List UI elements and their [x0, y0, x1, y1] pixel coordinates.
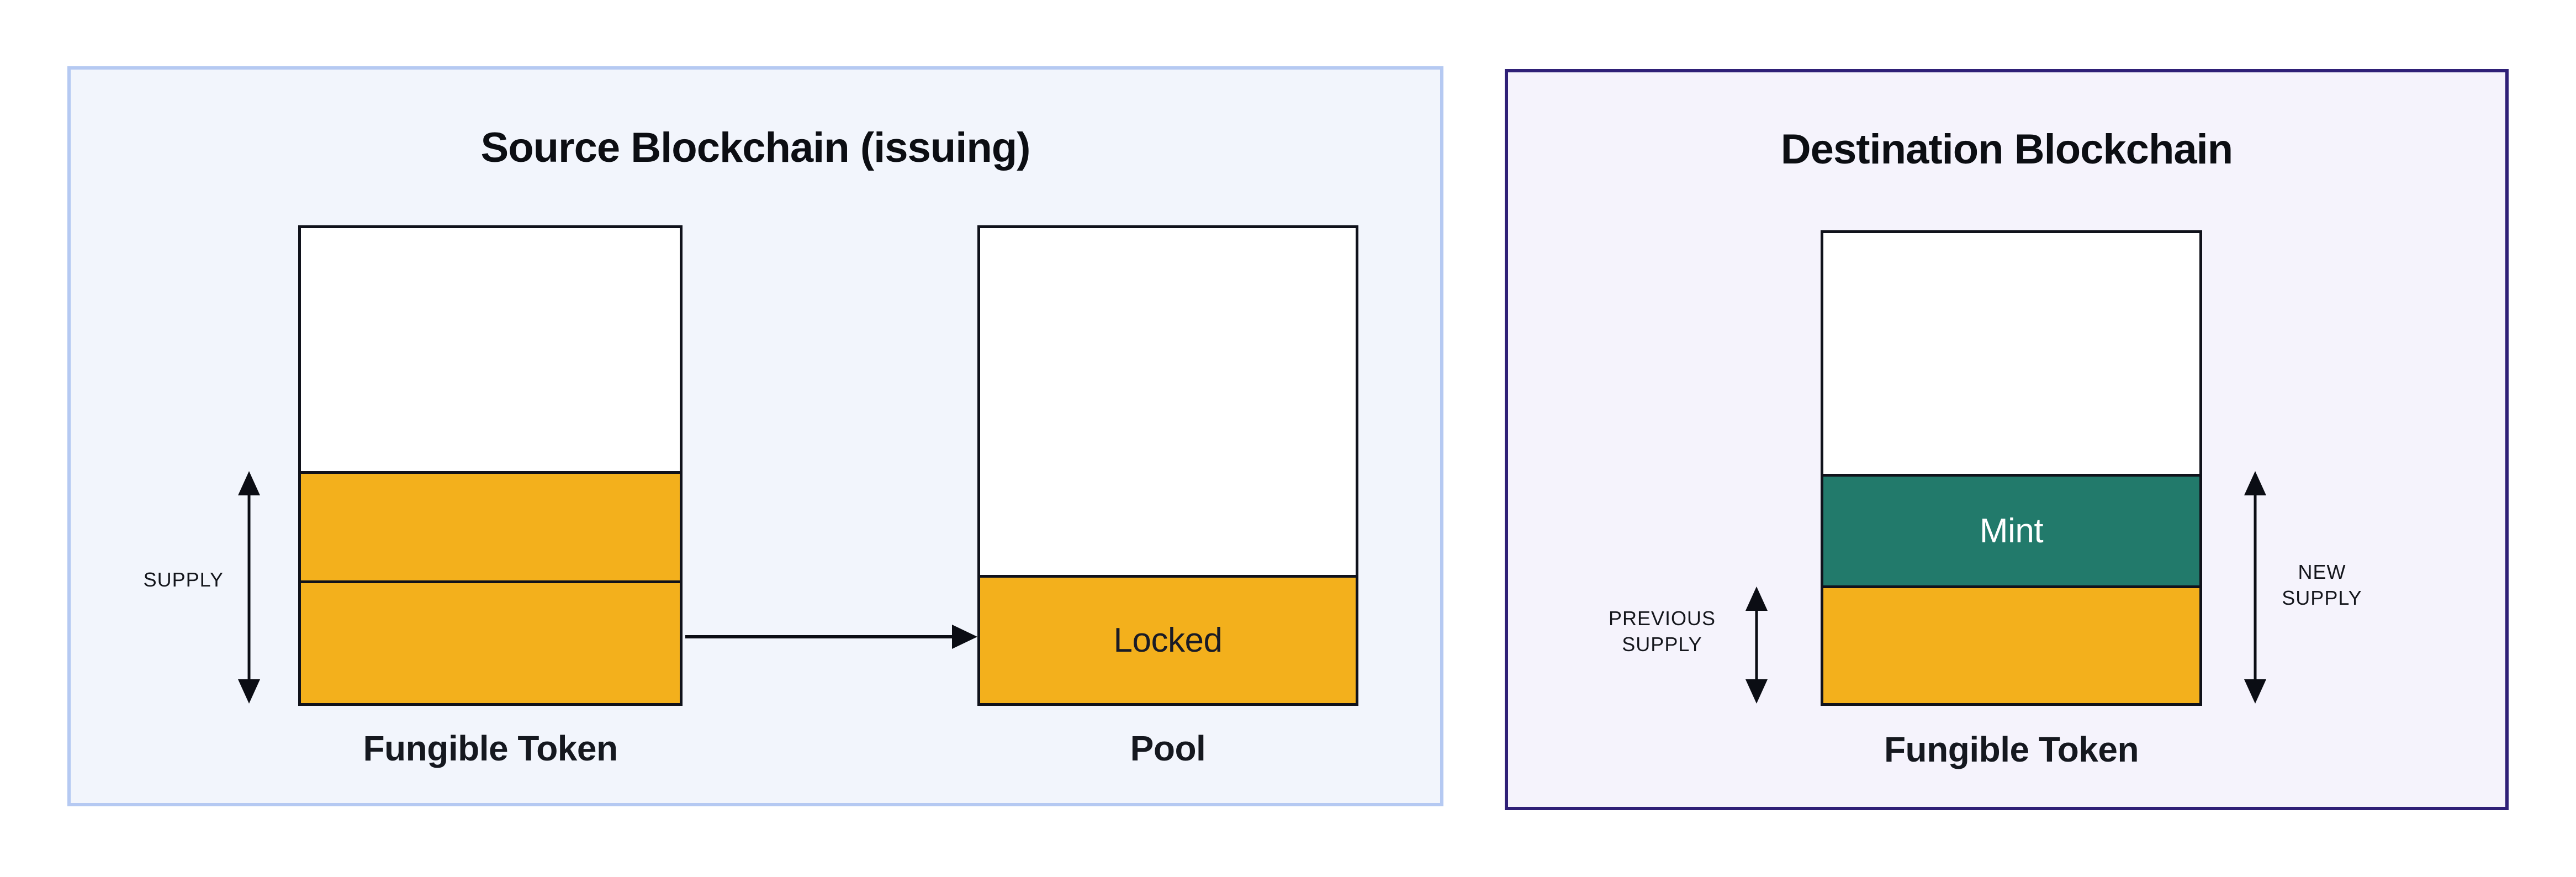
new-supply-label: NEW SUPPLY	[2261, 559, 2383, 611]
previous-supply-label-line2: SUPPLY	[1622, 633, 1702, 656]
pool-box: Locked	[977, 225, 1358, 706]
source-fungible-token-box	[298, 225, 683, 706]
arrow-right-head-icon	[952, 625, 977, 649]
previous-supply-range-arrow-icon	[1744, 587, 1769, 704]
locked-label: Locked	[1113, 621, 1223, 659]
unissued-supply-segment	[301, 228, 680, 471]
arrow-down-head-icon	[2244, 679, 2266, 704]
new-supply-label-line2: SUPPLY	[2282, 587, 2362, 609]
locked-segment: Locked	[980, 575, 1356, 703]
destination-token-caption: Fungible Token	[1884, 730, 2139, 769]
pool-caption: Pool	[1130, 728, 1206, 768]
unissued-supply-segment	[1823, 233, 2199, 474]
previous-supply-label: PREVIOUS SUPPLY	[1590, 605, 1734, 657]
arrow-down-head-icon	[1745, 679, 1768, 704]
mint-segment: Mint	[1823, 474, 2199, 585]
arrow-shaft	[685, 635, 954, 638]
source-token-caption: Fungible Token	[363, 728, 618, 768]
pool-empty-segment	[980, 228, 1356, 575]
supply-label: SUPPLY	[143, 568, 224, 591]
lock-transfer-arrow-icon	[685, 625, 977, 649]
new-supply-range-arrow-icon	[2243, 471, 2267, 704]
previous-supply-segment	[1823, 585, 2199, 703]
destination-fungible-token-box: Mint	[1821, 230, 2202, 706]
arrow-shaft	[247, 491, 251, 684]
supply-range-arrow-icon	[237, 471, 261, 704]
supply-upper-segment	[301, 471, 680, 580]
mint-label: Mint	[1979, 512, 2044, 550]
destination-panel-title: Destination Blockchain	[1780, 126, 2233, 173]
source-panel-title: Source Blockchain (issuing)	[480, 124, 1031, 171]
new-supply-label-line1: NEW	[2298, 561, 2346, 583]
supply-lower-segment	[301, 580, 680, 703]
previous-supply-label-line1: PREVIOUS	[1608, 607, 1716, 630]
arrow-shaft	[2254, 491, 2257, 684]
arrow-shaft	[1755, 606, 1758, 684]
arrow-down-head-icon	[238, 679, 260, 704]
